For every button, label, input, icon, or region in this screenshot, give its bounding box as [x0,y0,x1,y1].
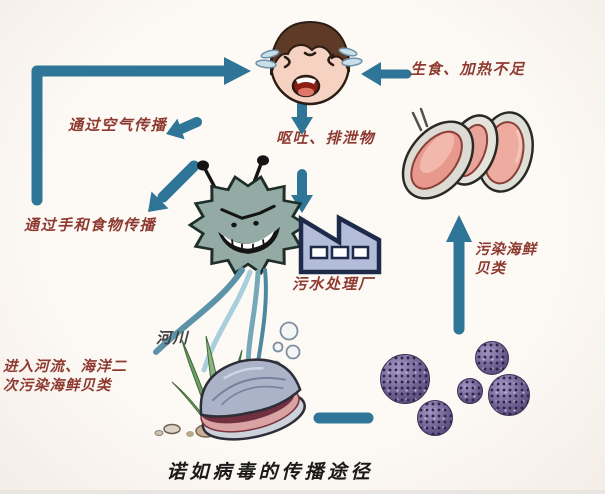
label-hand-food-transmission: 通过手和食物传播 [24,218,157,234]
norovirus-particle-large [380,354,430,404]
tears [255,47,363,69]
arrow-raw-food-to-face [361,62,412,86]
open-shellfish-group [401,107,534,200]
image-bottom-edge [0,490,605,494]
clam-siphons [411,107,429,132]
label-river-secondary-contamination: 进入河流、海洋二 次污染海鲜贝类 [3,358,127,396]
label-sewage-plant: 污水处理厂 [292,277,375,293]
norovirus-particle [457,378,483,404]
arrow-virus-to-shellfish-up [446,215,472,335]
arrow-to-sewage-plant [291,169,313,213]
diagram-title: 诺如病毒的传播途径 [166,462,374,483]
label-contaminated-shellfish: 污染海鲜 贝类 [475,241,537,279]
label-vomit-excreta: 呕吐、排泄物 [276,131,376,147]
norovirus-particle [417,400,453,436]
arrow-to-air-label [166,117,202,140]
arrow-face-down [291,99,313,135]
label-raw-undercooked-food: 生食、加热不足 [410,62,526,78]
sick-person-face [255,20,363,106]
label-contaminated-line2: 贝类 [475,261,506,277]
norovirus-particle [488,374,530,416]
sewage-plant-icon [298,214,382,275]
arrow-air-route-l-shape [31,57,251,206]
closed-clam [199,358,306,441]
label-river-secondary-line2: 次污染海鲜贝类 [3,378,112,394]
arrow-to-hand-food-label [148,160,200,212]
label-river-secondary-line1: 进入河流、海洋二 [3,359,127,375]
label-contaminated-line1: 污染海鲜 [475,242,537,258]
label-river: 河川 [156,331,190,347]
label-air-transmission: 通过空气传播 [68,118,168,134]
norovirus-particle [475,341,509,375]
